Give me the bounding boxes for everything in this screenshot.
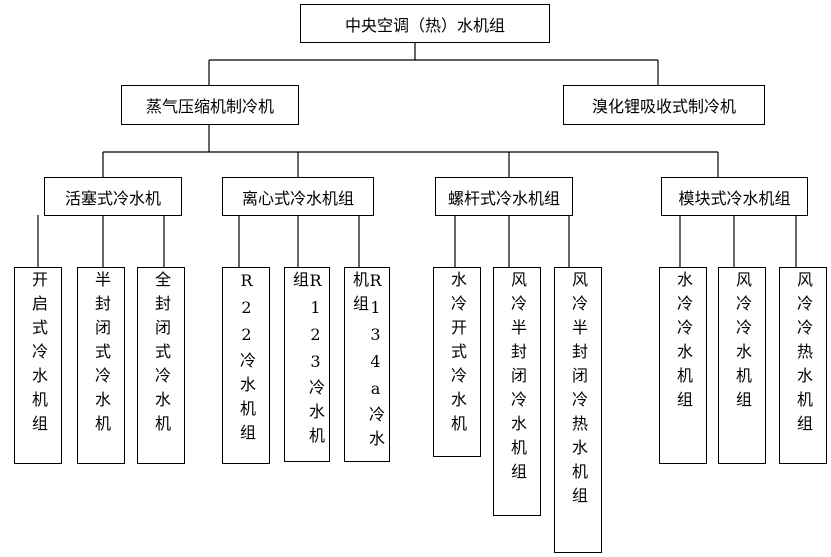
node-label: 活塞式冷水机 — [64, 188, 161, 208]
node-lithium-bromide-absorption: 溴化锂吸收式制冷机 — [563, 85, 765, 125]
node-label: 模块式冷水机组 — [678, 188, 791, 208]
node-label: 蒸气压缩机制冷机 — [145, 97, 274, 116]
leaf-air-cooled-semi-hermetic: 风冷半封闭冷水机组 — [493, 267, 541, 516]
leaf-semi-hermetic: 半封闭式冷水机 — [77, 267, 125, 464]
leaf-fully-hermetic: 全封闭式冷水机 — [137, 267, 185, 464]
leaf-label: 开启式冷水机组 — [29, 271, 48, 439]
leaf-label: 水冷冷水机组 — [674, 271, 693, 415]
node-label: 离心式冷水机组 — [241, 188, 354, 208]
leaf-label: 风冷半封闭冷水机组 — [508, 271, 527, 487]
leaf-label: 全封闭式冷水机 — [152, 271, 171, 439]
leaf-air-cooled-heat-pump-modular: 风冷冷热水机组 — [779, 267, 827, 464]
leaf-label: 水冷开式冷水机 — [448, 271, 467, 439]
leaf-label: 风冷冷热水机组 — [794, 271, 813, 439]
root-node: 中央空调（热）水机组 — [300, 4, 550, 43]
leaf-label: R134a冷水机组 — [350, 271, 385, 454]
leaf-r22: R22冷水机组 — [222, 267, 270, 464]
leaf-label: 风冷冷水机组 — [733, 271, 752, 415]
leaf-label: 半封闭式冷水机 — [92, 271, 111, 439]
node-label: 螺杆式冷水机组 — [447, 188, 560, 208]
node-screw-chiller: 螺杆式冷水机组 — [435, 177, 573, 216]
leaf-water-cooled-open: 水冷开式冷水机 — [433, 267, 481, 457]
leaf-label: R22冷水机组 — [237, 271, 256, 448]
leaf-r123: R123冷水机组 — [284, 267, 330, 462]
node-modular-chiller: 模块式冷水机组 — [661, 177, 808, 216]
leaf-label: 风冷半封闭冷热水机组 — [569, 271, 588, 511]
node-label: 溴化锂吸收式制冷机 — [591, 97, 736, 116]
root-node-label: 中央空调（热）水机组 — [344, 15, 505, 35]
leaf-label: R123冷水机组 — [290, 271, 325, 451]
node-vapor-compression: 蒸气压缩机制冷机 — [121, 85, 299, 125]
leaf-water-cooled-modular: 水冷冷水机组 — [659, 267, 707, 464]
leaf-air-cooled-modular: 风冷冷水机组 — [718, 267, 766, 464]
leaf-r134a: R134a冷水机组 — [344, 267, 390, 462]
node-piston-chiller: 活塞式冷水机 — [44, 177, 182, 216]
node-centrifugal-chiller: 离心式冷水机组 — [222, 177, 374, 216]
leaf-open-type: 开启式冷水机组 — [14, 267, 62, 464]
leaf-air-cooled-semi-hermetic-heat-pump: 风冷半封闭冷热水机组 — [554, 267, 602, 553]
